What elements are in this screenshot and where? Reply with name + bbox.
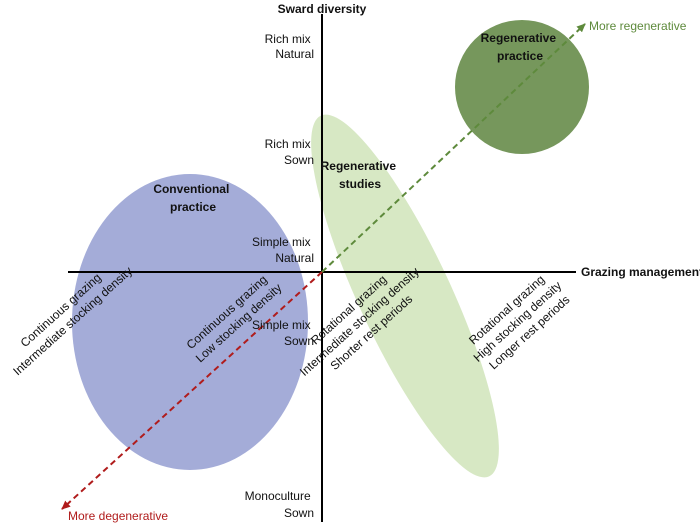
- x-axis-title: Grazing management: [581, 265, 700, 279]
- conventional-practice-label: Conventional practice: [153, 182, 232, 214]
- y-level-simple-mix-natural: Simple mix Natural: [252, 235, 314, 265]
- regenerative-practice-region: [455, 20, 589, 154]
- more-degenerative-arrow: [61, 271, 323, 510]
- more-regenerative-label: More regenerative: [589, 19, 687, 33]
- y-axis-title: Sward diversity: [278, 2, 367, 16]
- more-regenerative-arrow: [321, 23, 586, 273]
- regenerative-practice-label: Regenerative practice: [481, 31, 560, 63]
- x-level-rotational-high: Rotational grazing High stocking density…: [460, 264, 578, 376]
- regenerative-studies-region: [311, 114, 499, 478]
- regenerative-studies-label: Regenerative studies: [321, 159, 400, 191]
- more-degenerative-label: More degenerative: [68, 509, 168, 523]
- y-level-rich-mix-sown: Rich mix Sown: [265, 137, 314, 167]
- conventional-practice-region: [72, 174, 308, 470]
- y-level-simple-mix-sown: Simple mix Sown: [252, 318, 314, 348]
- y-level-monoculture-sown: Monoculture Sown: [245, 489, 314, 520]
- y-level-rich-mix-natural: Rich mix Natural: [265, 32, 314, 61]
